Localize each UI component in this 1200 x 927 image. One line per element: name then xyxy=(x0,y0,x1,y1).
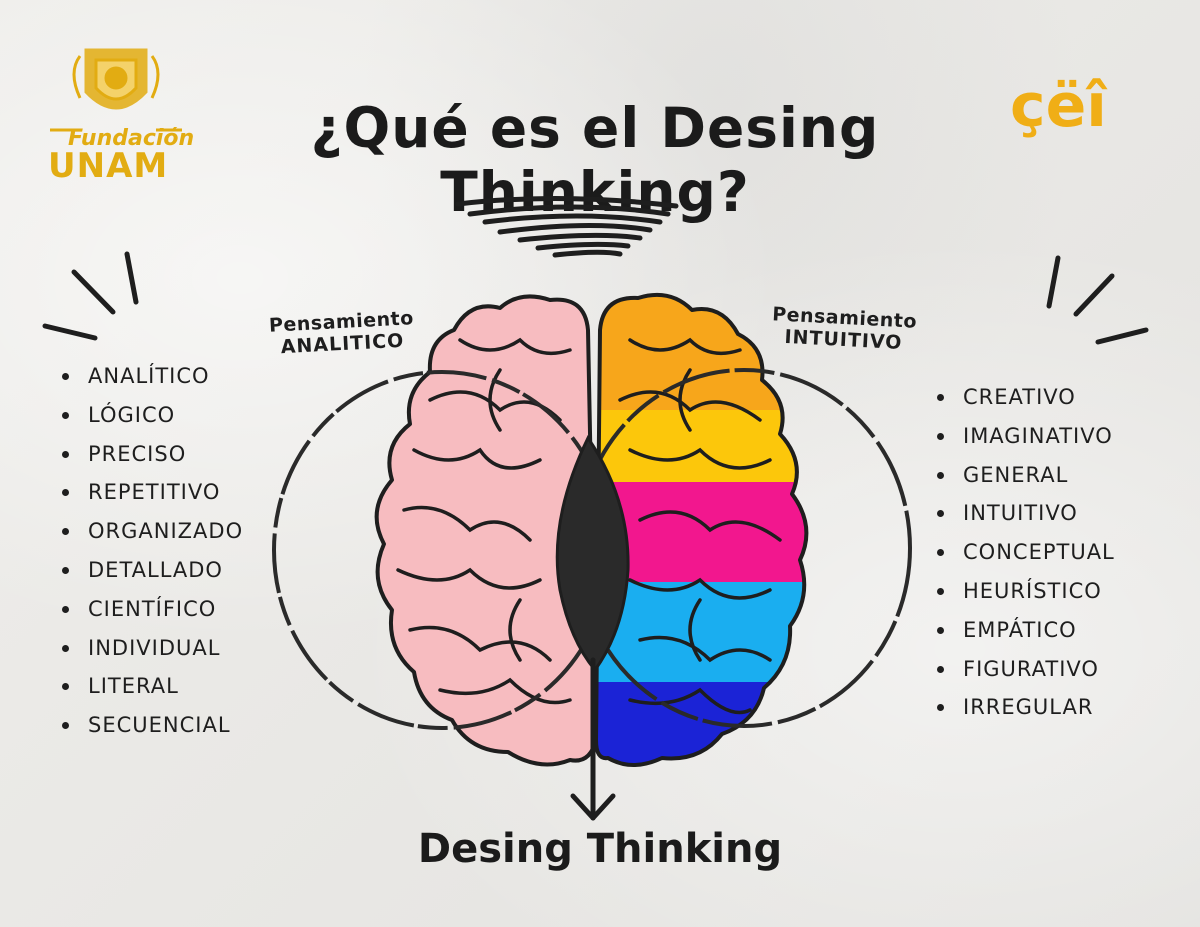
list-item: ANALÍTICO xyxy=(62,357,243,396)
unam-crest-icon xyxy=(50,48,182,132)
brain-right-outline xyxy=(594,293,809,767)
list-item: ORGANIZADO xyxy=(62,512,243,551)
list-item: LITERAL xyxy=(62,667,243,706)
list-item: LÓGICO xyxy=(62,396,243,435)
list-item: EMPÁTICO xyxy=(937,611,1115,650)
list-item: CREATIVO xyxy=(937,378,1115,417)
cei-logo-mark: çëî xyxy=(1010,71,1108,141)
brain-band-cyan xyxy=(596,582,807,682)
list-item: DETALLADO xyxy=(62,551,243,590)
page-title: ¿Qué es el Desing Thinking? xyxy=(310,96,880,224)
list-item: GENERAL xyxy=(937,456,1115,495)
label-pensamiento-intuitivo: Pensamiento INTUITIVO xyxy=(763,303,925,356)
cei-logo-text: çëî xyxy=(1010,78,1108,141)
list-item: REPETITIVO xyxy=(62,473,243,512)
brain-left-hemisphere xyxy=(374,294,598,767)
list-item: IMAGINATIVO xyxy=(937,417,1115,456)
list-item: CIENTÍFICO xyxy=(62,590,243,629)
list-item: SECUENCIAL xyxy=(62,706,243,745)
cei-logo: çëî xyxy=(1006,71,1166,148)
burst-lines-right-icon xyxy=(1046,255,1149,345)
brain-folds xyxy=(396,337,782,715)
list-item: FIGURATIVO xyxy=(937,650,1115,689)
brain-band-yellow xyxy=(596,410,807,482)
brain-illustration xyxy=(272,293,912,821)
list-item: INTUITIVO xyxy=(937,494,1115,533)
analytic-traits-list: ANALÍTICO LÓGICO PRECISO REPETITIVO ORGA… xyxy=(62,357,243,745)
list-item: INDIVIDUAL xyxy=(62,629,243,668)
arrow-down-icon xyxy=(570,657,616,821)
label-pensamiento-analitico: Pensamiento ANALITICO xyxy=(261,307,423,360)
list-item: IRREGULAR xyxy=(937,688,1115,727)
list-item: HEURÍSTICO xyxy=(937,572,1115,611)
logo-fundacion-text: Fundación xyxy=(68,126,195,151)
bottom-title: Desing Thinking xyxy=(417,826,783,872)
intuitive-traits-list: CREATIVO IMAGINATIVO GENERAL INTUITIVO C… xyxy=(937,378,1115,727)
logo-unam-text: UNAM xyxy=(48,146,169,186)
burst-lines-left-icon xyxy=(42,251,139,341)
scribble-underline xyxy=(455,195,679,258)
list-item: PRECISO xyxy=(62,435,243,474)
list-item: CONCEPTUAL xyxy=(937,533,1115,572)
fundacion-unam-logo: Fundación UNAM xyxy=(46,42,195,186)
